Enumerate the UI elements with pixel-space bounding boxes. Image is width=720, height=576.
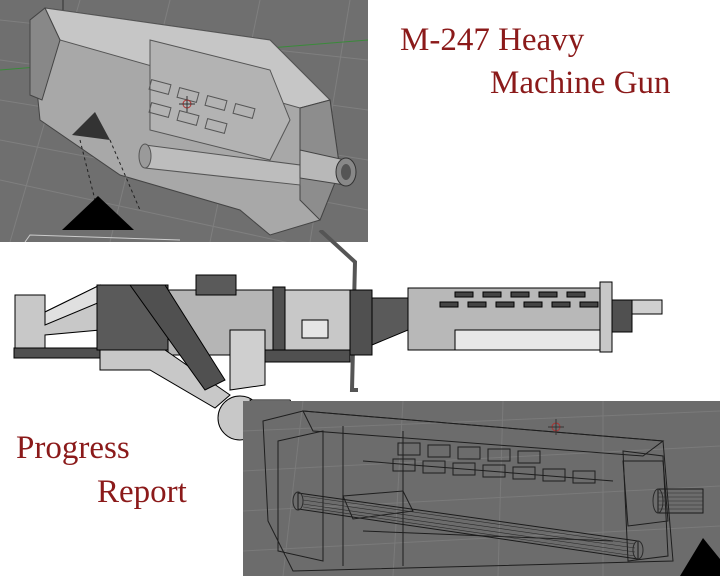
- 3d-cursor-icon: [548, 419, 564, 435]
- title-line-2: Machine Gun: [490, 65, 671, 101]
- wireframe-model-render: [243, 401, 720, 576]
- shaded-viewport: [0, 0, 368, 242]
- wireframe-viewport: [243, 401, 720, 576]
- viewport-grid: [243, 401, 720, 576]
- triangle-marker-icon: [62, 196, 134, 230]
- 3d-cursor-icon: [179, 96, 195, 112]
- caption-line-1: Progress: [16, 430, 130, 466]
- caption-line-2: Report: [97, 474, 187, 510]
- title-line-1: M-247 Heavy: [400, 22, 585, 58]
- shaded-model-render: [0, 0, 368, 242]
- triangle-marker-icon: [680, 538, 720, 576]
